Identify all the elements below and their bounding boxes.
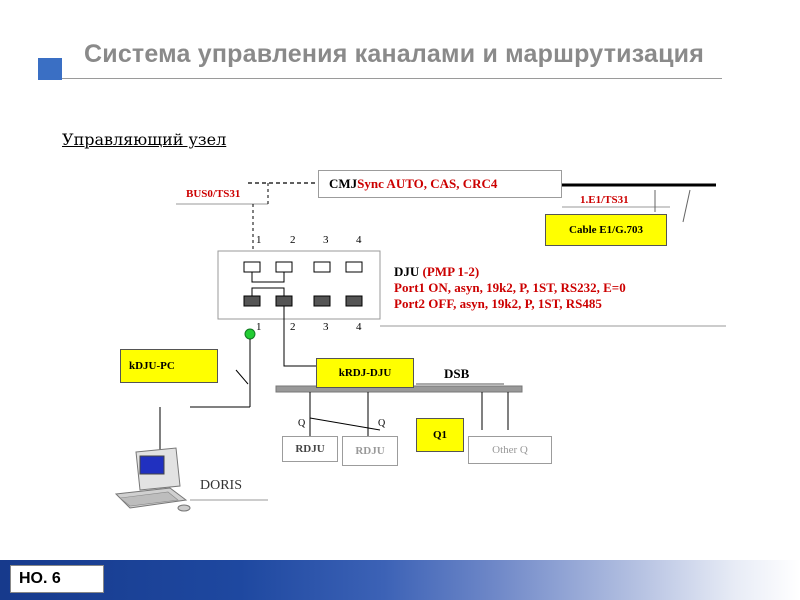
port-top-3 — [313, 261, 331, 273]
port-top-2 — [275, 261, 293, 273]
footer-band — [0, 560, 800, 600]
q-cross — [309, 417, 381, 431]
rdju-box-2: RDJU — [342, 436, 398, 466]
q-left-label: Q — [298, 418, 306, 429]
port-top-3-label: 3 — [323, 234, 329, 246]
other-q-box: Other Q — [468, 436, 552, 464]
port-top-1-label: 1 — [256, 234, 262, 246]
port2-to-krdj — [283, 306, 318, 367]
e1-label: 1.E1/TS31 — [580, 194, 629, 206]
port1-config: Port1 ON, asyn, 19k2, P, 1ST, RS232, E=0 — [394, 280, 626, 295]
krdj-dju-box: kRDJ-DJU — [316, 358, 414, 388]
port-bottom-3 — [313, 295, 331, 307]
q1-box: Q1 — [416, 418, 464, 452]
port2-config: Port2 OFF, asyn, 19k2, P, 1ST, RS485 — [394, 296, 602, 311]
section-heading: Управляющий узел — [62, 130, 227, 149]
cable-tick-2 — [682, 189, 691, 223]
bus-label: BUS0/TS31 — [186, 188, 241, 200]
dju-range: (PMP 1-2) — [422, 264, 480, 279]
kdju-pointer — [235, 369, 249, 385]
dju-box — [217, 250, 381, 320]
doris-label: DORIS — [200, 478, 243, 493]
port-top-2-label: 2 — [290, 234, 296, 246]
port-bottom-1-label: 1 — [256, 321, 262, 333]
dsb-label: DSB — [444, 366, 470, 381]
port-top-4 — [345, 261, 363, 273]
cmj-box: CMJ Sync AUTO, CAS, CRC4 — [318, 170, 562, 198]
port-top-1 — [243, 261, 261, 273]
cable-box: Cable E1/G.703 — [545, 214, 667, 246]
status-led-icon — [244, 328, 256, 340]
computer-icon — [114, 447, 191, 512]
q-right-label: Q — [378, 418, 386, 429]
dju-label: DJU — [394, 264, 423, 279]
port-top-4-label: 4 — [356, 234, 362, 246]
page-number: НО. 6 — [10, 565, 104, 593]
kdju-pc-box: kDJU-PC — [120, 349, 218, 383]
page-title: Система управления каналами и маршрутиза… — [84, 40, 705, 68]
port-bottom-4 — [345, 295, 363, 307]
port-bottom-2 — [275, 295, 293, 307]
title-accent-square — [38, 58, 62, 80]
port-bottom-2-label: 2 — [290, 321, 296, 333]
port-bottom-4-label: 4 — [356, 321, 362, 333]
cmj-label: CMJ — [329, 176, 358, 191]
port-bottom-1 — [243, 295, 261, 307]
cmj-settings: Sync AUTO, CAS, CRC4 — [357, 176, 498, 191]
port-bottom-3-label: 3 — [323, 321, 329, 333]
port-link-top — [251, 272, 285, 283]
dju-settings: DJU (PMP 1-2) Port1 ON, asyn, 19k2, P, 1… — [394, 264, 626, 312]
title-underline — [62, 78, 722, 79]
rdju-box-1: RDJU — [282, 436, 338, 462]
port-link-bottom — [251, 287, 285, 296]
